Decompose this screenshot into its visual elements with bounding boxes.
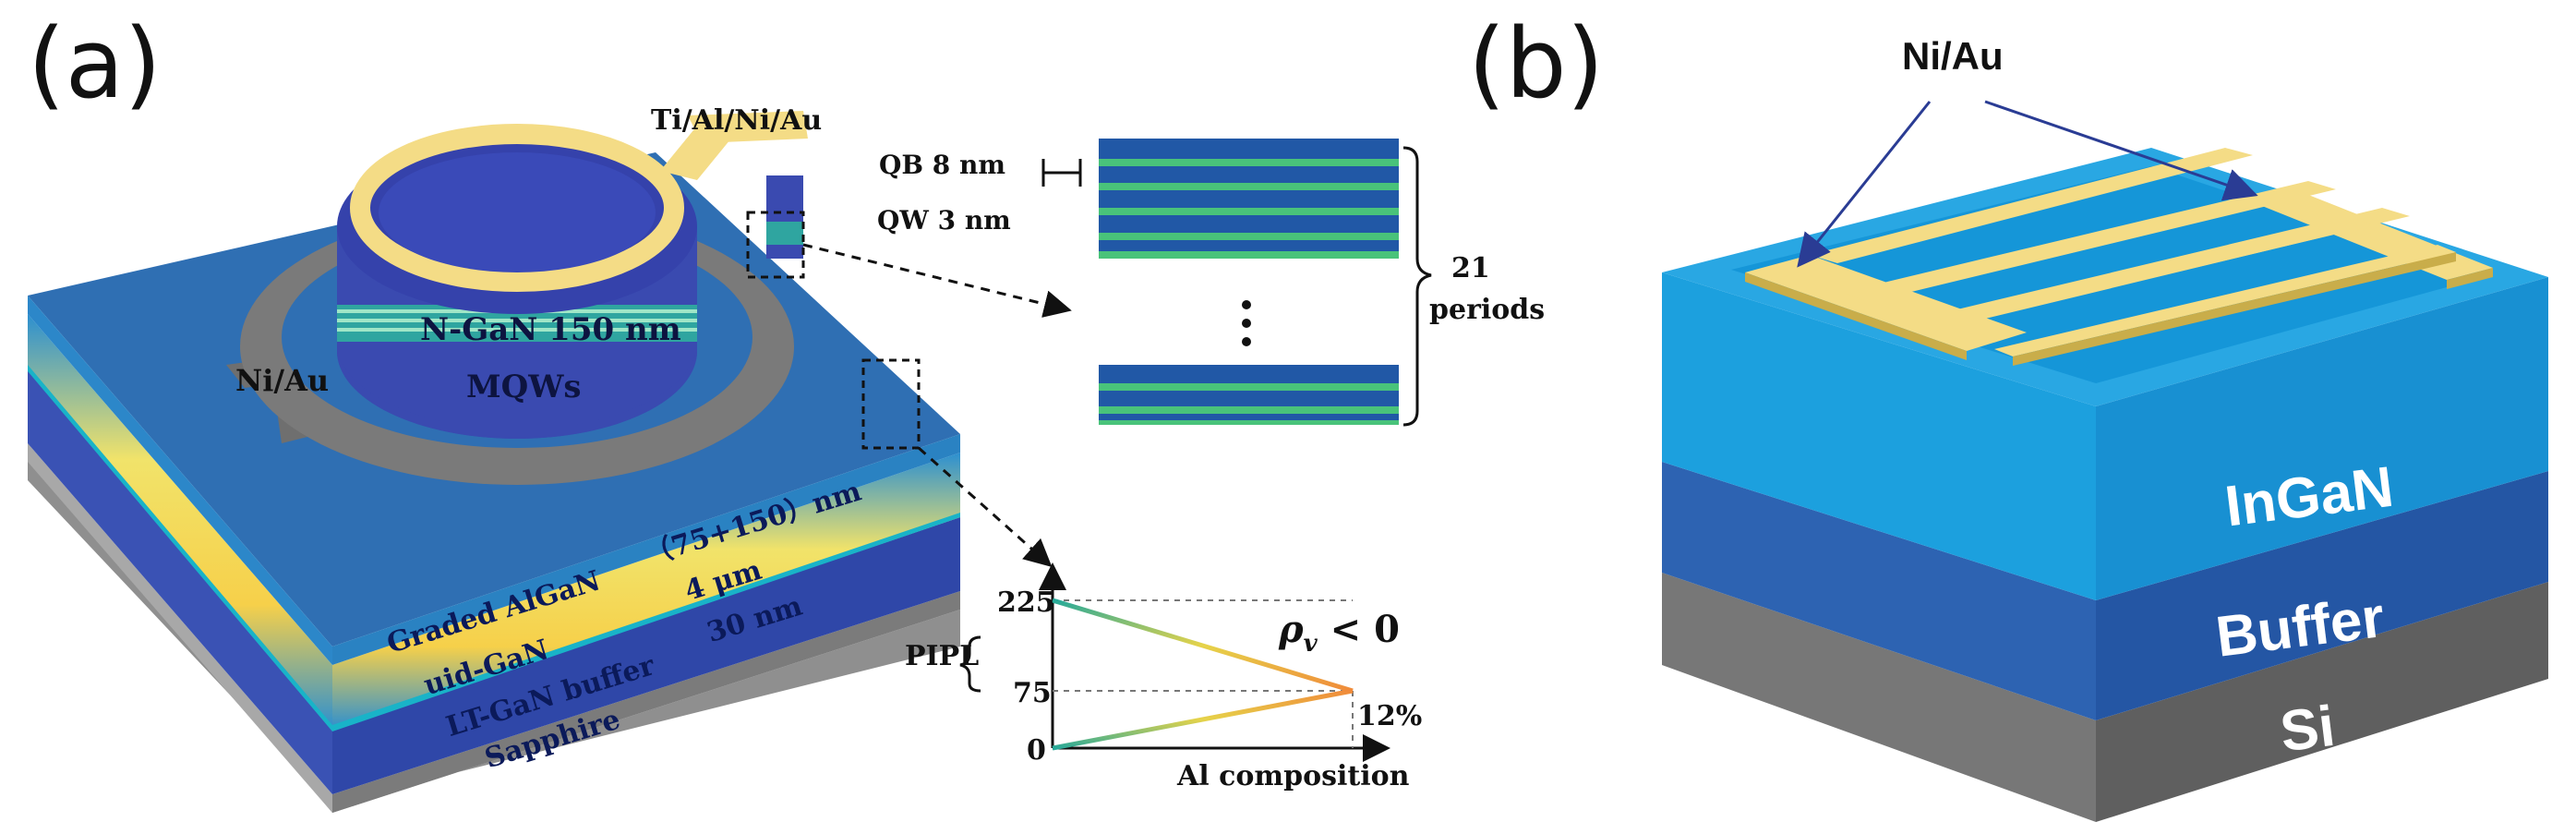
pct-label: 12% (1357, 700, 1422, 732)
tick-225: 225 (997, 586, 1055, 619)
ni-au-electrodes (1745, 148, 2493, 366)
periods-label: periods (1429, 294, 1545, 326)
ellipsis-dot (1242, 319, 1251, 328)
tick-0: 0 (1027, 734, 1046, 767)
panel-b-contact-label: Ni/Au (1902, 34, 2004, 78)
ellipsis-dot (1242, 300, 1251, 309)
profile-line-lower (1052, 688, 1354, 751)
al-profile-inset: 225 75 0 12% Al composition PIPL ρv < 0 (905, 562, 1422, 792)
panel-b-label: (b) (1468, 7, 1604, 120)
rho-label: ρv < 0 (1278, 608, 1400, 658)
mesa (337, 111, 808, 439)
periods-brace (1402, 146, 1432, 427)
mqw-zoom: QB 8 nm QW 3 nm 21 periods (877, 139, 1545, 427)
panel-b-device: Ni/Au InGaN Buffer Si (1662, 34, 2548, 822)
ellipsis-dot (1242, 337, 1251, 346)
uid-gan-layer (28, 369, 332, 794)
buffer-layer (1662, 462, 2096, 720)
qb-label: QB 8 nm (879, 150, 1005, 180)
pipl-brace (959, 635, 981, 693)
tick-75: 75 (1013, 677, 1052, 709)
mqws-label: MQWs (466, 369, 582, 405)
si-layer (1662, 573, 2096, 822)
profile-line-upper (1052, 598, 1354, 694)
xaxis-label: Al composition (1176, 760, 1410, 792)
qw-label: QW 3 nm (877, 205, 1011, 236)
panel-a-label: (a) (28, 7, 162, 120)
ingan-layer (1662, 272, 2096, 600)
contact-top-label: Ti/Al/Ni/Au (651, 104, 822, 137)
periods-count: 21 (1451, 252, 1490, 284)
ngan-label: N-GaN 150 nm (420, 311, 681, 348)
zoom-box-graded (861, 358, 921, 450)
mqw-lower-stack (1099, 365, 1399, 425)
graded-algan-layer (28, 314, 332, 730)
si-label: Si (2277, 695, 2339, 765)
zoom-box-mqw (746, 211, 805, 279)
mqw-upper-stack (1099, 139, 1399, 259)
contact-side-label: Ni/Au (235, 363, 329, 398)
